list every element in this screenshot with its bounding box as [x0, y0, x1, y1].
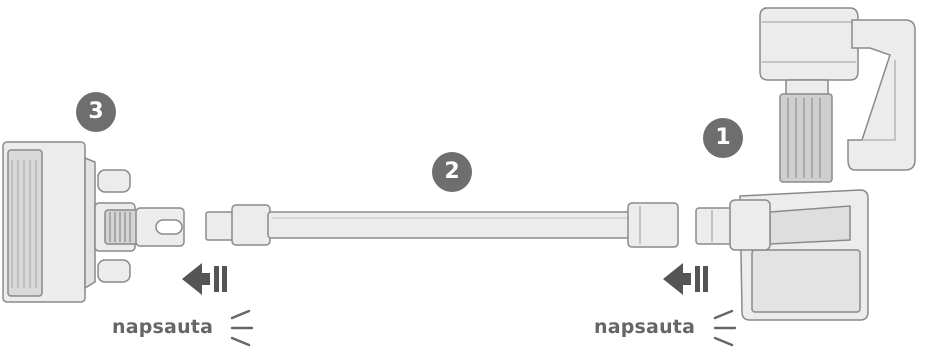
click-sound-icon	[713, 309, 737, 347]
push-arrow-icon	[663, 263, 708, 295]
step-badge-3: 3	[76, 92, 116, 132]
handheld-unit	[695, 7, 916, 321]
click-label-left: napsauta	[112, 316, 214, 338]
floor-head	[2, 141, 185, 303]
step-badge-1: 1	[703, 118, 743, 158]
extension-tube	[205, 202, 679, 248]
step-badge-2: 2	[432, 152, 472, 192]
click-sound-icon	[230, 309, 254, 347]
click-label-right: napsauta	[594, 316, 696, 338]
push-arrow-icon	[182, 263, 227, 295]
